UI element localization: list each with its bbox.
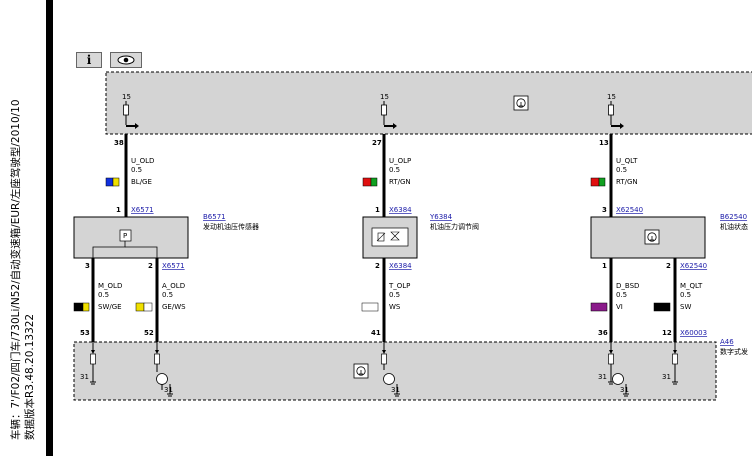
col3-component-id-link[interactable]: B62540 (720, 213, 747, 221)
col1-w2-pin-top: 2 (148, 262, 153, 270)
svg-text:31: 31 (620, 386, 629, 394)
svg-text:15: 15 (607, 93, 616, 101)
col1-w1-pin-top: 3 (85, 262, 90, 270)
eye-icon (117, 55, 135, 65)
col1-w1-pin-bottom: 53 (80, 329, 90, 337)
col3-w1-signal: D_BSD (616, 282, 639, 290)
col3-w1-color: VI (616, 303, 623, 311)
col1-w2-size: 0.5 (162, 291, 173, 299)
col1-upper-signal: U_OLD (131, 157, 154, 165)
top-module-panel (105, 71, 752, 135)
col1-conn-pin: 1 (116, 206, 121, 214)
col1-w1-size: 0.5 (98, 291, 109, 299)
col1-w2-signal: A_OLD (162, 282, 185, 290)
view-button[interactable] (110, 52, 142, 68)
col1-w2-color: GE/WS (162, 303, 186, 311)
col2-component-id-link[interactable]: Y6384 (429, 213, 453, 221)
svg-text:P: P (123, 232, 127, 240)
info-icon: i (86, 53, 92, 67)
bottom-module-icon (353, 363, 369, 379)
col3-w1-size: 0.5 (616, 291, 627, 299)
svg-text:15: 15 (380, 93, 389, 101)
col3-w2-connector-link[interactable]: X62540 (680, 262, 707, 270)
svg-text:31: 31 (662, 373, 671, 381)
bottom-circuit-3: 31 (381, 342, 401, 397)
col3-upper-signal: U_QLT (616, 157, 638, 165)
col3-upper-color: RT/GN (616, 178, 638, 186)
col3-w2-color: SW (680, 303, 691, 311)
col1-component-id-link[interactable]: B6571 (203, 213, 226, 221)
col3-w2-size: 0.5 (680, 291, 691, 299)
col2-w1-pin-top: 2 (375, 262, 380, 270)
fuse-2: 15 (380, 93, 398, 130)
col1-w1-signal: M_OLD (98, 282, 122, 290)
col2-upper-pin: 27 (372, 139, 382, 147)
fuse-1: 15 (122, 93, 140, 130)
col2-component-name: 机油压力调节阀 (430, 222, 479, 231)
col2-connector-link[interactable]: X6384 (389, 206, 412, 214)
col2-w1-color: WS (389, 303, 401, 311)
col3-w2-signal: M_QLT (680, 282, 703, 290)
bottom-circuit-1: 31 (80, 342, 97, 385)
svg-text:31: 31 (598, 373, 607, 381)
sidebar-divider (46, 0, 53, 456)
col1-upper-color: BL/GE (131, 178, 152, 186)
bottom-module-id-link[interactable]: A46 (720, 338, 734, 346)
col3-upper-pin: 13 (599, 139, 609, 147)
fuse-3: 15 (607, 93, 625, 130)
col1-upper-pin: 38 (114, 139, 124, 147)
col2-w1-connector-link[interactable]: X6384 (389, 262, 412, 270)
col3-connector-link[interactable]: X62540 (616, 206, 643, 214)
col1-w1-color: SW/GE (98, 303, 122, 311)
col1-upper-size: 0.5 (131, 166, 142, 174)
col3-upper-size: 0.5 (616, 166, 627, 174)
svg-text:31: 31 (164, 386, 173, 394)
bottom-circuit-4: 31 31 (598, 342, 630, 397)
info-button[interactable]: i (76, 52, 102, 68)
col1-w2-pin-bottom: 52 (144, 329, 154, 337)
col2-w1-size: 0.5 (389, 291, 400, 299)
bottom-module-panel (73, 341, 717, 401)
col2-upper-signal: U_OLP (389, 157, 411, 165)
col2-upper-size: 0.5 (389, 166, 400, 174)
col3-conn-pin: 3 (602, 206, 607, 214)
col3-w2-pin-bottom: 12 (662, 329, 672, 337)
col2-upper-color: RT/GN (389, 178, 411, 186)
svg-text:31: 31 (80, 373, 89, 381)
bottom-circuit-5: 31 (662, 342, 679, 385)
bottom-module-name: 数字式发 (720, 347, 748, 356)
col3-component-name: 机油状态 (720, 222, 748, 231)
col1-w2-connector-link[interactable]: X6571 (162, 262, 185, 270)
col2-w1-signal: T_OLP (388, 282, 410, 290)
col2-conn-pin: 1 (375, 206, 380, 214)
col3-w1-pin-top: 1 (602, 262, 607, 270)
col3-extra-connector-link[interactable]: X60003 (680, 329, 707, 337)
col2-w1-pin-bottom: 41 (371, 329, 381, 337)
top-module-icon (513, 95, 529, 111)
col3-w1-pin-bottom: 36 (598, 329, 608, 337)
col3-w2-pin-top: 2 (666, 262, 671, 270)
col1-connector-link[interactable]: X6571 (131, 206, 154, 214)
col1-component-name: 发动机油压传感器 (203, 222, 259, 231)
svg-text:15: 15 (122, 93, 131, 101)
svg-text:31: 31 (391, 386, 400, 394)
bottom-circuit-2: 31 (154, 342, 174, 397)
